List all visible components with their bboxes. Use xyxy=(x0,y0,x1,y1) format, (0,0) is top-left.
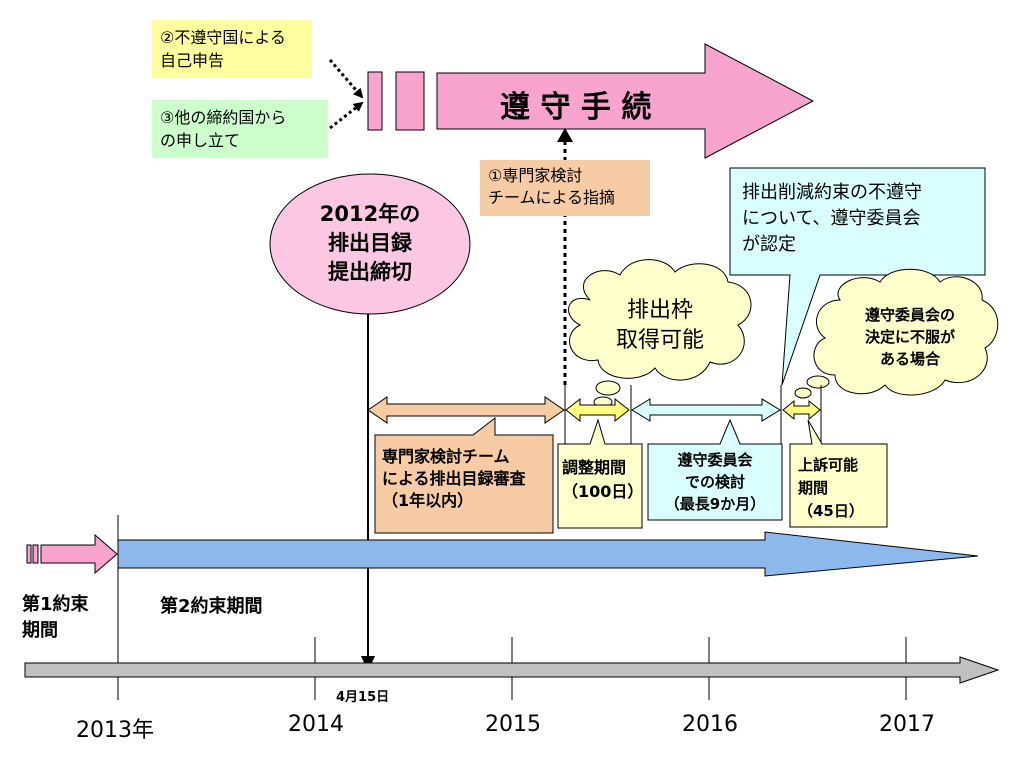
credits-cloud xyxy=(568,259,752,381)
other-party-text: ③他の締約国から の申し立て xyxy=(160,108,287,150)
expert-review-arrowhead xyxy=(557,128,573,142)
committee-review-period-arrow xyxy=(631,398,781,422)
appeal-cloud-text: 遵守委員会の 決定に不服が ある場合 xyxy=(864,306,955,368)
adjustment-callout xyxy=(557,418,643,529)
other-party-dotted-arrow xyxy=(329,101,364,130)
committee-review-period-text: 遵守委員会 での検討 （最長9か月） xyxy=(664,451,766,513)
committee-callout-text: 排出削減約束の不遵守 について、遵守委員会 が認定 xyxy=(742,182,922,255)
small-pink-bar-1 xyxy=(367,71,383,131)
compliance-procedure-title: 遵 守 手 続 xyxy=(500,90,652,125)
appeal-cloud-tail-1 xyxy=(806,375,830,389)
appeal-period-arrow xyxy=(782,399,821,421)
first-period-bar-2 xyxy=(32,544,39,564)
self-report-text: ②不遵守国による 自己申告 xyxy=(160,28,286,70)
committee-review-callout xyxy=(647,418,783,521)
first-commitment-label: 第1約束 期間 xyxy=(22,594,89,641)
april-15-label: 4月15日 xyxy=(336,690,390,705)
credits-cloud-tail-1 xyxy=(595,380,621,396)
time-axis-arrow xyxy=(24,656,1000,684)
expert-review-period-arrow xyxy=(367,396,565,424)
expert-review-note-text: ①専門家検討 チームによる指摘 xyxy=(488,166,616,207)
expert-review-callout xyxy=(374,416,554,534)
expert-review-period-text: 専門家検討チーム による排出目録審査 （1年以内） xyxy=(382,447,526,510)
second-commitment-label: 第2約束期間 xyxy=(160,596,263,617)
appeal-cloud-tail-2 xyxy=(794,387,812,399)
adjustment-period-arrow xyxy=(565,397,630,423)
small-pink-bar-2 xyxy=(395,71,425,131)
first-period-bar-1 xyxy=(26,544,32,564)
expert-review-note-box xyxy=(480,160,650,216)
appeal-cloud xyxy=(813,268,999,396)
year-2014: 2014 xyxy=(288,712,344,737)
second-commitment-arrow xyxy=(117,531,979,577)
year-2013: 2013年 xyxy=(76,718,154,743)
first-commitment-arrow xyxy=(40,533,118,575)
adjustment-period-text: 調整期間 （100日） xyxy=(562,458,644,501)
other-party-label xyxy=(152,100,328,158)
self-report-dotted-arrow xyxy=(328,59,364,99)
year-2016: 2016 xyxy=(682,712,738,737)
appeal-callout xyxy=(789,419,888,528)
year-2015: 2015 xyxy=(485,712,541,737)
year-2017: 2017 xyxy=(879,712,935,737)
appeal-period-text: 上訴可能 期間 （45日） xyxy=(798,456,864,520)
deadline-bubble xyxy=(269,173,471,315)
self-report-label xyxy=(152,20,312,78)
credits-cloud-text: 排出枠 取得可能 xyxy=(615,298,704,353)
deadline-text: 2012年の 排出目録 提出締切 xyxy=(319,202,421,284)
compliance-procedure-arrow xyxy=(436,43,815,159)
committee-callout xyxy=(729,167,986,386)
